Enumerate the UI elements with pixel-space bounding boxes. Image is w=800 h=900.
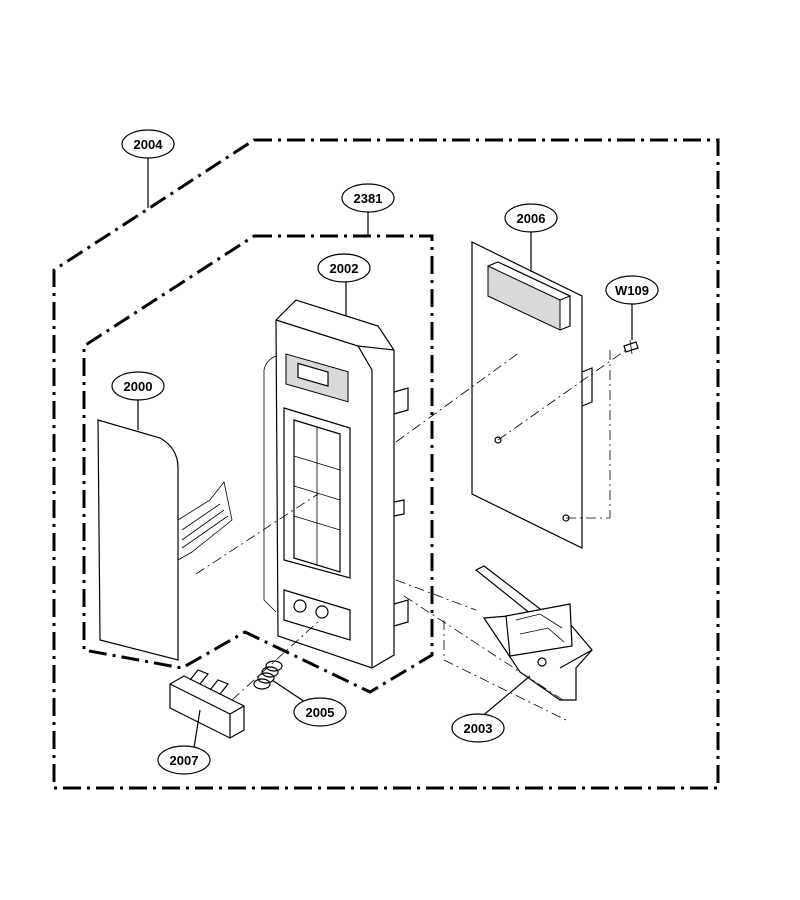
callout-2000: 2000 <box>111 371 165 401</box>
pcb-board <box>471 241 593 549</box>
push-button-2007 <box>169 669 245 739</box>
knob-right-icon <box>315 605 329 619</box>
svg-text:2003: 2003 <box>464 721 493 736</box>
svg-text:2005: 2005 <box>306 705 335 720</box>
membrane-keypad <box>97 419 233 661</box>
knob-left-icon <box>293 599 307 613</box>
callout-2381: 2381 <box>341 183 395 213</box>
callout-2003: 2003 <box>451 713 505 743</box>
svg-text:2004: 2004 <box>134 137 164 152</box>
inner-assembly-boundary <box>82 234 434 694</box>
outer-assembly-boundary <box>52 138 720 790</box>
latch-lever-assembly <box>474 565 593 701</box>
alignment-lines <box>195 349 627 721</box>
callout-2004: 2004 <box>121 129 175 159</box>
svg-text:2006: 2006 <box>517 211 546 226</box>
spring-2005 <box>253 660 283 690</box>
control-panel-frame <box>263 299 409 669</box>
svg-text:2381: 2381 <box>354 191 383 206</box>
svg-text:2002: 2002 <box>330 261 359 276</box>
svg-text:W109: W109 <box>615 283 649 298</box>
svg-text:2007: 2007 <box>170 753 199 768</box>
callout-w109: W109 <box>605 275 659 305</box>
callout-2005: 2005 <box>293 697 347 727</box>
callout-2007: 2007 <box>157 745 211 775</box>
callout-2006: 2006 <box>504 203 558 233</box>
svg-text:2000: 2000 <box>124 379 153 394</box>
screw-w109 <box>623 339 639 355</box>
callout-2002: 2002 <box>317 253 371 283</box>
